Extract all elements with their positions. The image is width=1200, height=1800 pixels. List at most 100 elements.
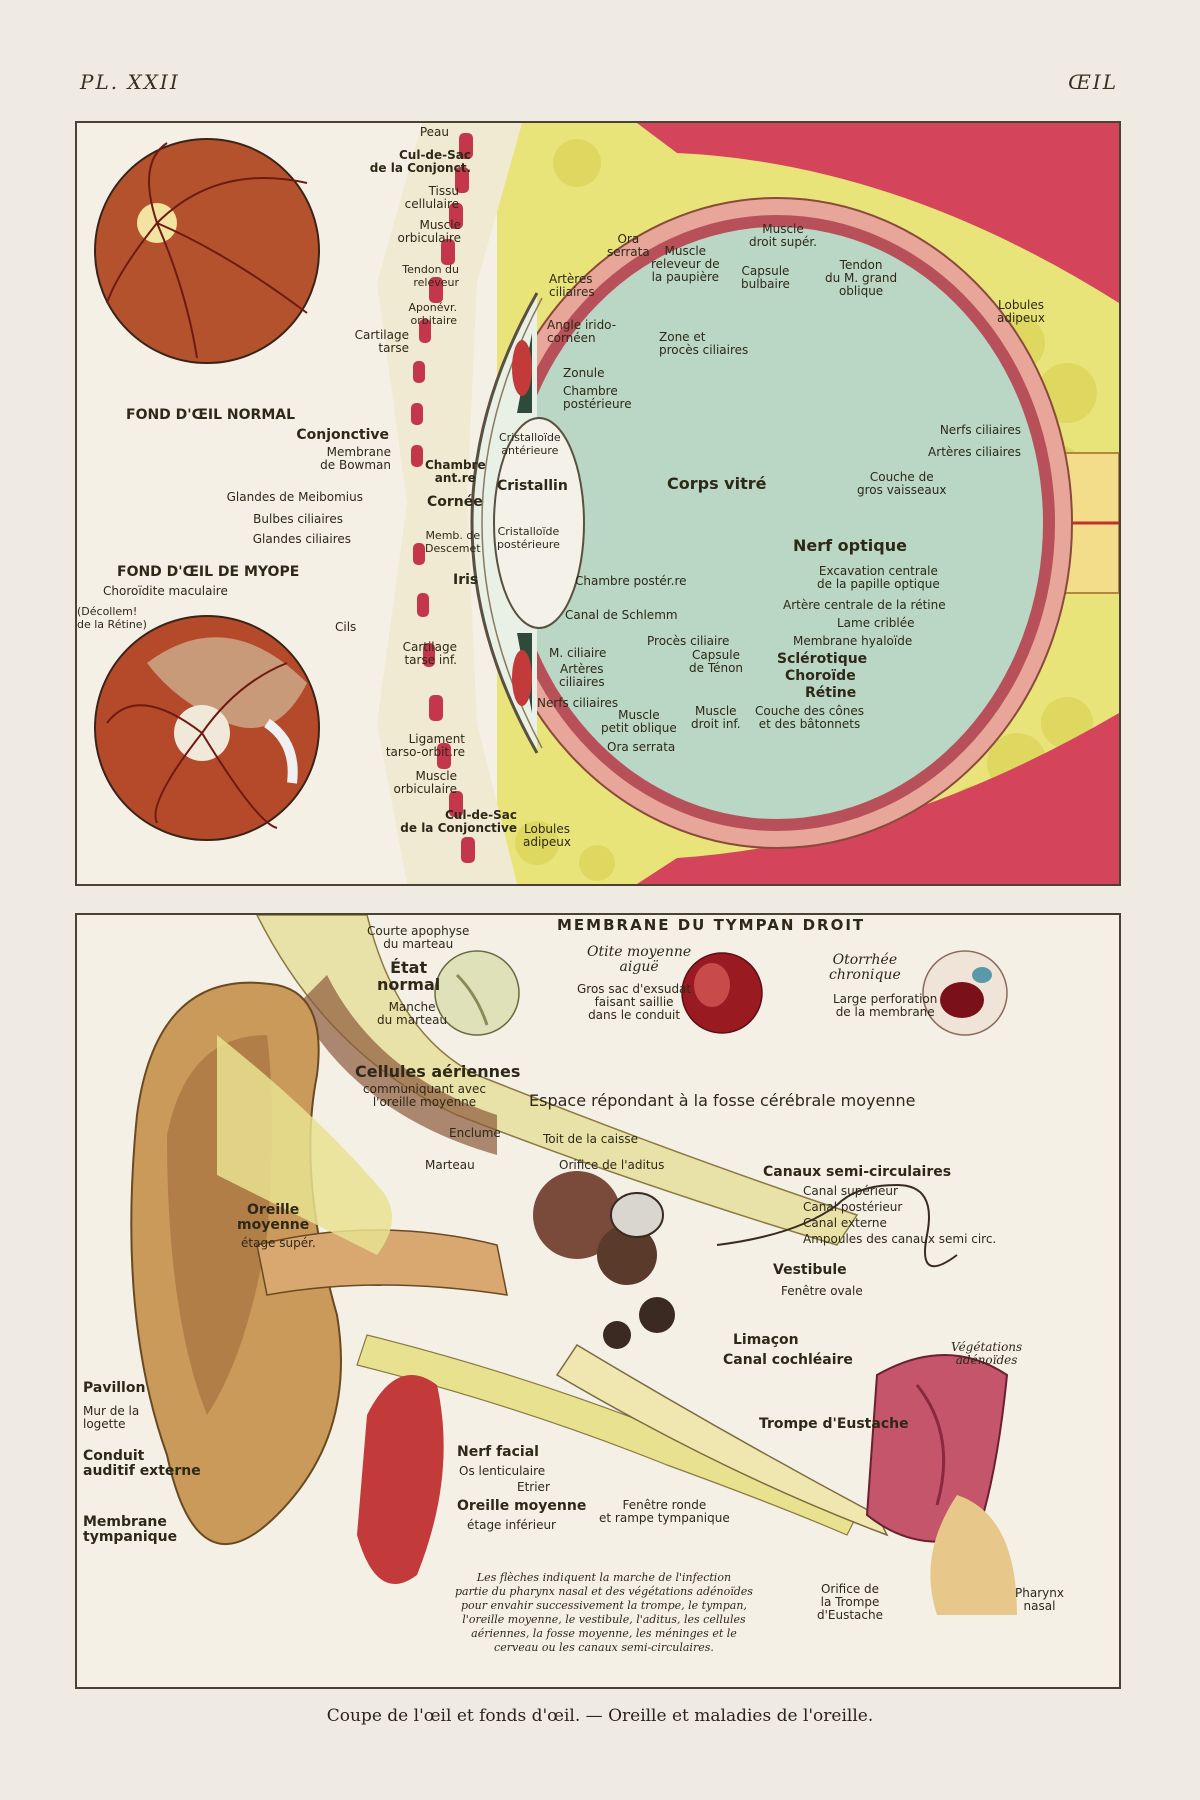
label-fenetre-ovale: Fenêtre ovale: [781, 1284, 863, 1298]
infection-note: Les flèches indiquent la marche de l'inf…: [455, 1571, 753, 1654]
label-limacon: Limaçon: [733, 1332, 799, 1348]
label-otorrhee: Otorrhée chronique: [829, 952, 901, 983]
label-cartilage-tarse-inf: Cartilage tarse inf.: [402, 640, 457, 667]
label-trompe: Trompe d'Eustache: [759, 1416, 909, 1432]
label-cartilage-tarse: Cartilage tarse: [354, 328, 409, 355]
label-tendon-grand-oblique: Tendon du M. grand oblique: [825, 258, 898, 298]
label-mur-logette: Mur de la logette: [83, 1404, 140, 1431]
label-arteres-ciliaires-bot: Artères ciliaires: [559, 662, 605, 689]
label-canal-ext: Canal externe: [803, 1216, 887, 1230]
ear-panel: MEMBRANE DU TYMPAN DROIT Courte apophyse…: [75, 913, 1121, 1689]
label-etage-inf: étage inférieur: [467, 1518, 556, 1532]
label-courte-apophyse: Courte apophyse du marteau: [367, 924, 470, 951]
label-etrier: Etrier: [517, 1480, 550, 1494]
label-conduit: Conduit auditif externe: [83, 1448, 201, 1479]
label-cils: Cils: [335, 620, 357, 634]
label-enclume: Enclume: [449, 1126, 501, 1140]
label-membrane-bowman: Membrane de Bowman: [320, 445, 391, 472]
label-membrane-tympanique: Membrane tympanique: [83, 1514, 178, 1545]
lens: [493, 417, 585, 629]
label-excavation: Excavation centrale de la papille optiqu…: [817, 564, 940, 591]
label-arteres-ciliaires-right: Artères ciliaires: [928, 445, 1021, 459]
label-canal-schlemm: Canal de Schlemm: [565, 608, 678, 622]
label-canal-post: Canal postérieur: [803, 1200, 903, 1214]
plate-number: PL. XXII: [80, 70, 180, 94]
label-muscle-droit-sup: Muscle droit supér.: [749, 222, 817, 249]
label-nerfs-ciliaires-right: Nerfs ciliaires: [939, 423, 1021, 437]
label-bulbes-ciliaires: Bulbes ciliaires: [253, 512, 343, 526]
eye-panel: FOND D'ŒIL NORMAL FOND D'ŒIL DE MYOPE Ch…: [75, 121, 1121, 886]
label-capsule-bulbaire: Capsule bulbaire: [741, 264, 790, 291]
label-tissu: Tissu cellulaire: [404, 184, 459, 211]
label-ligament: Ligament tarso-orbit.re: [385, 732, 465, 759]
label-vegetations: Végétations adénoïdes: [951, 1340, 1023, 1367]
label-chambre-post-bot: Chambre postér.re: [575, 574, 687, 588]
label-conjonctive: Conjonctive: [296, 427, 389, 443]
label-angle-irido: Angle irido- cornéen: [547, 318, 617, 345]
label-etat-normal: État normal: [377, 958, 441, 994]
label-nerf-facial: Nerf facial: [457, 1444, 539, 1460]
label-lobules-bot: Lobules adipeux: [523, 822, 572, 849]
label-marteau: Marteau: [425, 1158, 475, 1172]
label-aponevr: Aponévr. orbitaire: [408, 301, 458, 327]
label-m-ciliaire: M. ciliaire: [549, 646, 607, 660]
label-pharynx: Pharynx nasal: [1015, 1586, 1064, 1613]
label-chambre-ant: Chambre ant.re: [425, 458, 486, 485]
label-zone-proces: Zone et procès ciliaires: [659, 330, 749, 357]
fundus-images: [94, 138, 320, 841]
label-etage-sup: étage supér.: [241, 1236, 316, 1250]
label-couche-cones: Couche des cônes et des bâtonnets: [755, 704, 864, 731]
fundus-normal-title: FOND D'ŒIL NORMAL: [126, 407, 296, 423]
label-glandes-meibomius: Glandes de Meibomius: [226, 490, 363, 504]
adenoids: [865, 1354, 1009, 1543]
label-large-perforation: Large perforation de la membrane: [833, 992, 938, 1019]
label-cristallin: Cristallin: [497, 478, 568, 494]
ear-illustration: [130, 915, 1017, 1615]
tympan-normal-image: [434, 950, 520, 1036]
label-oreille-moyenne-inf: Oreille moyenne: [457, 1498, 587, 1514]
label-membrane-hyaloide: Membrane hyaloïde: [793, 634, 913, 648]
label-lobules-top: Lobules adipeux: [997, 298, 1046, 325]
label-orifice-aditus: Orifice de l'aditus: [559, 1158, 665, 1172]
label-muscle-petit-oblique: Muscle petit oblique: [601, 708, 677, 735]
label-muscle-orb-top: Muscle orbiculaire: [397, 218, 461, 245]
label-manche-marteau: Manche du marteau: [377, 1000, 448, 1027]
label-cul-de-sac-top: Cul-de-Sac de la Conjonct.: [369, 148, 471, 175]
tympanum-images: [434, 950, 1008, 1036]
label-otite: Otite moyenne aiguë: [587, 944, 692, 975]
label-ora-serrata-top: Ora serrata: [607, 232, 650, 259]
label-muscle-orb-bot: Muscle orbiculaire: [393, 769, 457, 796]
label-os-lenticulaire: Os lenticulaire: [459, 1464, 546, 1478]
label-tendon-releveur: Tendon du releveur: [402, 263, 459, 289]
plate-caption: Coupe de l'œil et fonds d'œil. — Oreille…: [326, 1706, 874, 1726]
label-capsule-tenon: Capsule de Ténon: [689, 648, 744, 675]
label-canal-cochleaire: Canal cochléaire: [723, 1352, 853, 1368]
eye-illustration: [377, 123, 1119, 884]
label-communiquant: communiquant avec l'oreille moyenne: [363, 1082, 486, 1109]
label-nerf-optique: Nerf optique: [793, 536, 907, 555]
label-chambre-post-top: Chambre postérieure: [563, 384, 632, 411]
label-corps-vitre: Corps vitré: [667, 474, 767, 493]
label-lame-criblee: Lame criblée: [837, 616, 915, 630]
label-arteres-ciliaires-top: Artères ciliaires: [549, 272, 595, 299]
label-sclerotique: Sclérotique: [777, 651, 868, 667]
label-vestibule: Vestibule: [773, 1262, 847, 1278]
label-ora-serrata-bot: Ora serrata: [607, 740, 676, 754]
label-nerfs-ciliaires-bot: Nerfs ciliaires: [537, 696, 619, 710]
label-cellules-aeriennes: Cellules aériennes: [355, 1062, 521, 1081]
label-fenetre-ronde: Fenêtre ronde et rampe tympanique: [599, 1498, 730, 1525]
label-muscle-droit-inf: Muscle droit inf.: [691, 704, 741, 731]
label-cornee: Cornée: [427, 494, 483, 510]
label-cristalloide-post: Cristalloïde postérieure: [497, 525, 560, 551]
label-decollement: (Décollem! de la Rétine): [77, 605, 147, 631]
label-gros-sac: Gros sac d'exsudat faisant saillie dans …: [577, 982, 692, 1022]
label-espace: Espace répondant à la fosse cérébrale mo…: [529, 1091, 916, 1110]
label-couche-vaisseaux: Couche de gros vaisseaux: [857, 470, 947, 497]
label-artere-centrale: Artère centrale de la rétine: [783, 598, 946, 612]
label-muscle-releveur: Muscle releveur de la paupière: [651, 244, 720, 284]
tympan-title: MEMBRANE DU TYMPAN DROIT: [557, 916, 866, 934]
label-iris: Iris: [453, 572, 479, 588]
label-cristalloide-ant: Cristalloïde antérieure: [499, 431, 561, 457]
fundus-myope-title: FOND D'ŒIL DE MYOPE: [117, 564, 300, 580]
label-oreille-moyenne-sup: Oreille moyenne: [237, 1202, 310, 1233]
